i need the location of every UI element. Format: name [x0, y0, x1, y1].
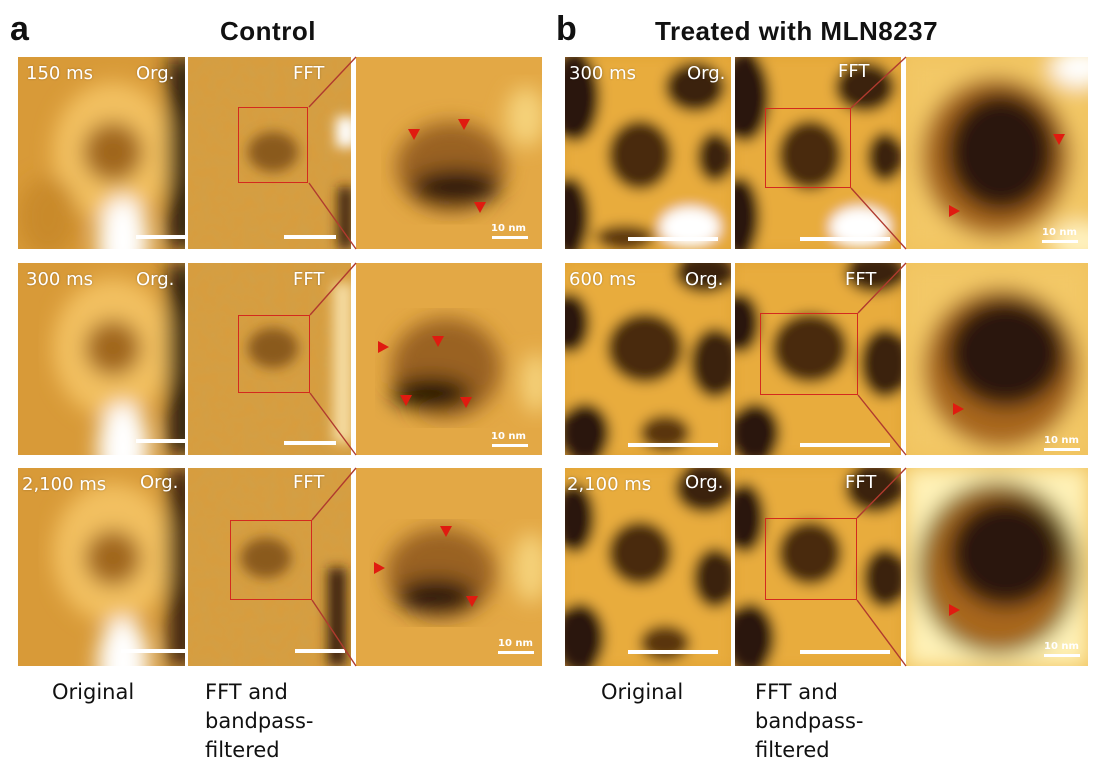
fft-label: FFT: [293, 269, 325, 290]
region-of-interest-box: [238, 315, 310, 393]
time-label: 600 ms: [569, 269, 636, 290]
red-arrowhead-marker: [432, 336, 444, 347]
scale-text: 10 nm: [498, 638, 533, 649]
afm-fft-image: FFT: [188, 468, 351, 666]
afm-original-image: 2,100 ms Org.: [565, 468, 731, 666]
fft-label: FFT: [293, 472, 325, 493]
scale-bar: [136, 439, 185, 443]
scale-text: 10 nm: [1044, 641, 1079, 652]
afm-original-image: 300 ms Org.: [18, 263, 185, 455]
caption-original-b: Original: [601, 680, 684, 704]
scale-bar: [498, 651, 534, 654]
scale-text: 10 nm: [491, 223, 526, 234]
region-of-interest-box: [230, 520, 312, 600]
red-arrowhead-marker: [378, 341, 389, 353]
afm-zoom-image: 10 nm: [906, 57, 1088, 249]
afm-original-image: 600 ms Org.: [565, 263, 731, 455]
red-arrowhead-marker: [400, 395, 412, 406]
time-label: 300 ms: [26, 269, 93, 290]
region-of-interest-box: [238, 107, 308, 183]
afm-original-image: 300 ms Org.: [565, 57, 731, 249]
scale-bar: [1044, 448, 1080, 451]
red-arrowhead-marker: [1053, 134, 1065, 145]
org-label: Org.: [685, 269, 724, 290]
scale-bar: [492, 236, 528, 239]
scale-bar: [121, 649, 185, 653]
scale-bar: [284, 441, 336, 445]
afm-zoom-image: 10 nm: [356, 263, 542, 455]
scale-text: 10 nm: [1044, 435, 1079, 446]
time-label: 300 ms: [569, 63, 636, 84]
scale-bar: [628, 443, 718, 447]
afm-fft-image: FFT: [735, 468, 901, 666]
red-arrowhead-marker: [466, 596, 478, 607]
red-arrowhead-marker: [408, 129, 420, 140]
caption-line: bandpass-: [755, 709, 864, 733]
caption-fft-a: FFT and bandpass- filtered: [205, 678, 314, 765]
panel-b-title: Treated with MLN8237: [655, 16, 939, 46]
region-of-interest-box: [765, 518, 857, 600]
time-label: 150 ms: [26, 63, 93, 84]
org-label: Org.: [685, 472, 724, 493]
scale-bar: [284, 235, 336, 239]
fft-label: FFT: [838, 61, 870, 82]
afm-fft-image: FFT: [735, 263, 901, 455]
red-arrowhead-marker: [474, 202, 486, 213]
scale-bar: [800, 443, 890, 447]
panel-a-letter: a: [10, 10, 29, 48]
red-arrowhead-marker: [374, 562, 385, 574]
scale-text: 10 nm: [1042, 227, 1077, 238]
panel-a-title: Control: [220, 16, 316, 46]
scale-bar: [492, 444, 528, 447]
afm-fft-image: FFT: [188, 263, 351, 455]
region-of-interest-box: [765, 108, 851, 188]
red-arrowhead-marker: [460, 397, 472, 408]
caption-line: filtered: [755, 738, 830, 762]
red-arrowhead-marker: [458, 119, 470, 130]
org-label: Org.: [687, 63, 726, 84]
caption-line: bandpass-: [205, 709, 314, 733]
afm-zoom-image: 10 nm: [906, 468, 1088, 666]
time-label: 2,100 ms: [567, 474, 652, 495]
fft-label: FFT: [293, 63, 325, 84]
red-arrowhead-marker: [949, 604, 960, 616]
region-of-interest-box: [760, 313, 858, 395]
scale-bar: [1042, 240, 1078, 243]
caption-fft-b: FFT and bandpass- filtered: [755, 678, 864, 765]
scale-bar: [800, 650, 890, 654]
red-arrowhead-marker: [440, 526, 452, 537]
fft-label: FFT: [845, 472, 877, 493]
scale-text: 10 nm: [491, 431, 526, 442]
afm-original-image: 2,100 ms Org.: [18, 468, 185, 666]
afm-zoom-image: 10 nm: [906, 263, 1088, 455]
org-label: Org.: [140, 472, 179, 493]
afm-original-image: 150 ms Org.: [18, 57, 185, 249]
caption-line: FFT and: [755, 680, 838, 704]
afm-zoom-image: 10 nm: [356, 468, 542, 666]
fft-label: FFT: [845, 269, 877, 290]
scale-bar: [1044, 654, 1080, 657]
scale-bar: [136, 235, 185, 239]
time-label: 2,100 ms: [22, 474, 107, 495]
afm-zoom-image: 10 nm: [356, 57, 542, 249]
panel-b-letter: b: [556, 10, 577, 48]
caption-line: FFT and: [205, 680, 288, 704]
caption-line: filtered: [205, 738, 280, 762]
caption-original-a: Original: [52, 680, 135, 704]
scale-bar: [295, 649, 345, 653]
afm-fft-image: FFT: [188, 57, 351, 249]
red-arrowhead-marker: [953, 403, 964, 415]
org-label: Org.: [136, 269, 175, 290]
afm-fft-image: FFT: [735, 57, 901, 249]
scale-bar: [628, 237, 718, 241]
scale-bar: [800, 237, 890, 241]
scale-bar: [628, 650, 718, 654]
red-arrowhead-marker: [949, 205, 960, 217]
org-label: Org.: [136, 63, 175, 84]
